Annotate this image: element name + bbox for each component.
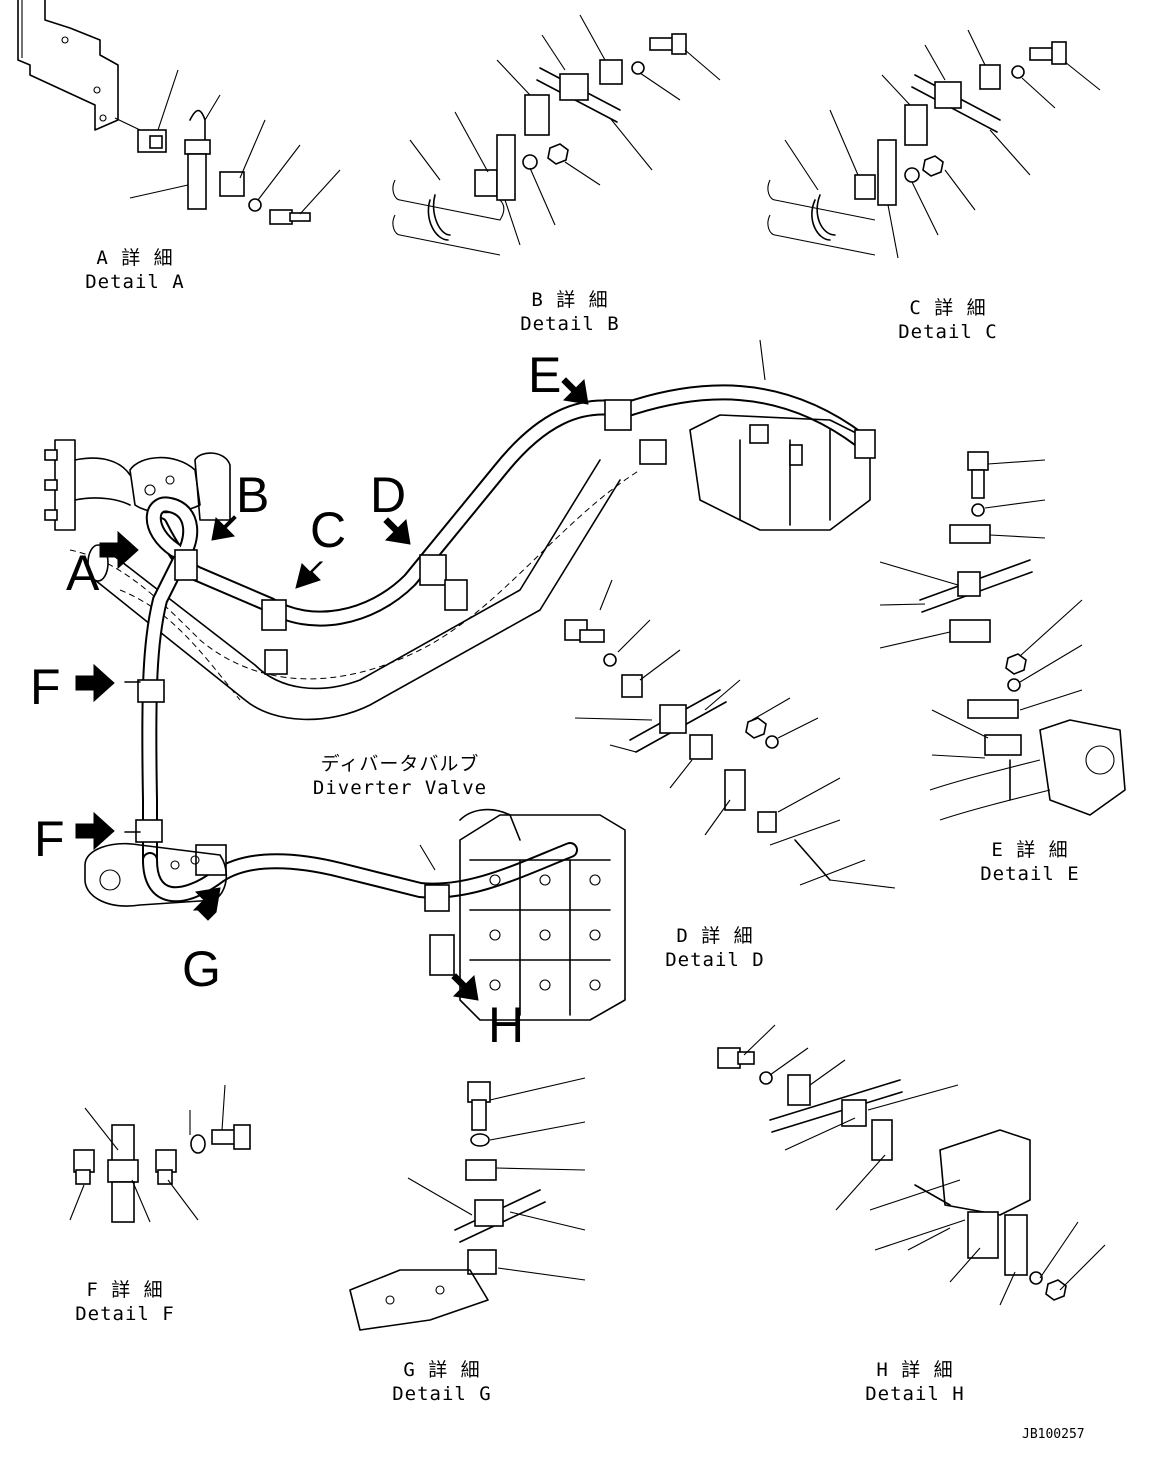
arrow-f1 xyxy=(75,663,115,703)
detail-e-en: Detail E xyxy=(980,863,1080,885)
arrow-f2 xyxy=(75,811,115,851)
callout-arrows xyxy=(75,377,589,1001)
detail-f-jp: F 詳 細 xyxy=(86,1279,164,1301)
detail-g-label: G 詳 細 Detail G xyxy=(387,1358,497,1406)
detail-f-drawing xyxy=(69,1084,251,1223)
detail-d-en: Detail D xyxy=(665,949,765,971)
detail-a-drawing xyxy=(17,0,341,225)
marker-c: C xyxy=(310,502,347,558)
marker-f-lower: F xyxy=(34,811,65,867)
main-assembly-drawing xyxy=(44,339,876,1021)
detail-c-jp: C 詳 細 xyxy=(909,297,987,319)
arrow-h xyxy=(451,973,479,1001)
detail-a-en: Detail A xyxy=(85,271,185,293)
diverter-valve-jp: ディバータバルブ xyxy=(320,753,480,775)
arrow-b xyxy=(211,515,237,541)
arrow-c xyxy=(295,561,324,589)
detail-d-drawing xyxy=(564,579,896,889)
marker-a: A xyxy=(66,545,100,601)
diverter-valve-label: ディバータバルブ Diverter Valve xyxy=(295,752,505,800)
marker-e: E xyxy=(528,347,562,403)
detail-d-label: D 詳 細 Detail D xyxy=(660,924,770,972)
arrow-d xyxy=(383,517,411,545)
detail-h-en: Detail H xyxy=(865,1383,965,1405)
detail-g-drawing xyxy=(349,1077,586,1331)
diverter-valve-en: Diverter Valve xyxy=(312,777,488,799)
detail-e-label: E 詳 細 Detail E xyxy=(975,838,1085,886)
drawing-code: JB100257 xyxy=(1022,1427,1085,1442)
detail-g-jp: G 詳 細 xyxy=(403,1359,481,1381)
detail-e-jp: E 詳 細 xyxy=(991,839,1069,861)
detail-c-en: Detail C xyxy=(898,321,998,343)
marker-g: G xyxy=(182,941,221,997)
detail-c-label: C 詳 細 Detail C xyxy=(893,296,1003,344)
detail-g-en: Detail G xyxy=(392,1383,492,1405)
detail-h-label: H 詳 細 Detail H xyxy=(860,1358,970,1406)
detail-h-jp: H 詳 細 xyxy=(876,1359,954,1381)
marker-f-upper: F xyxy=(30,659,61,715)
arrow-e xyxy=(561,377,589,405)
marker-b: B xyxy=(236,467,270,523)
detail-b-jp: B 詳 細 xyxy=(531,289,609,311)
detail-a-label: A 詳 細 Detail A xyxy=(80,246,190,294)
detail-c-drawing xyxy=(767,29,1101,259)
detail-h-drawing xyxy=(717,1024,1106,1306)
detail-f-en: Detail F xyxy=(75,1303,175,1325)
detail-b-drawing xyxy=(392,14,721,256)
detail-d-jp: D 詳 細 xyxy=(676,925,754,947)
arrow-a xyxy=(99,530,139,570)
marker-h: H xyxy=(488,997,525,1053)
marker-d: D xyxy=(370,467,407,523)
detail-e-drawing xyxy=(879,451,1126,821)
detail-a-jp: A 詳 細 xyxy=(96,247,174,269)
detail-b-en: Detail B xyxy=(520,313,620,335)
detail-b-label: B 詳 細 Detail B xyxy=(515,288,625,336)
detail-f-label: F 詳 細 Detail F xyxy=(70,1278,180,1326)
arrow-g xyxy=(192,887,221,921)
